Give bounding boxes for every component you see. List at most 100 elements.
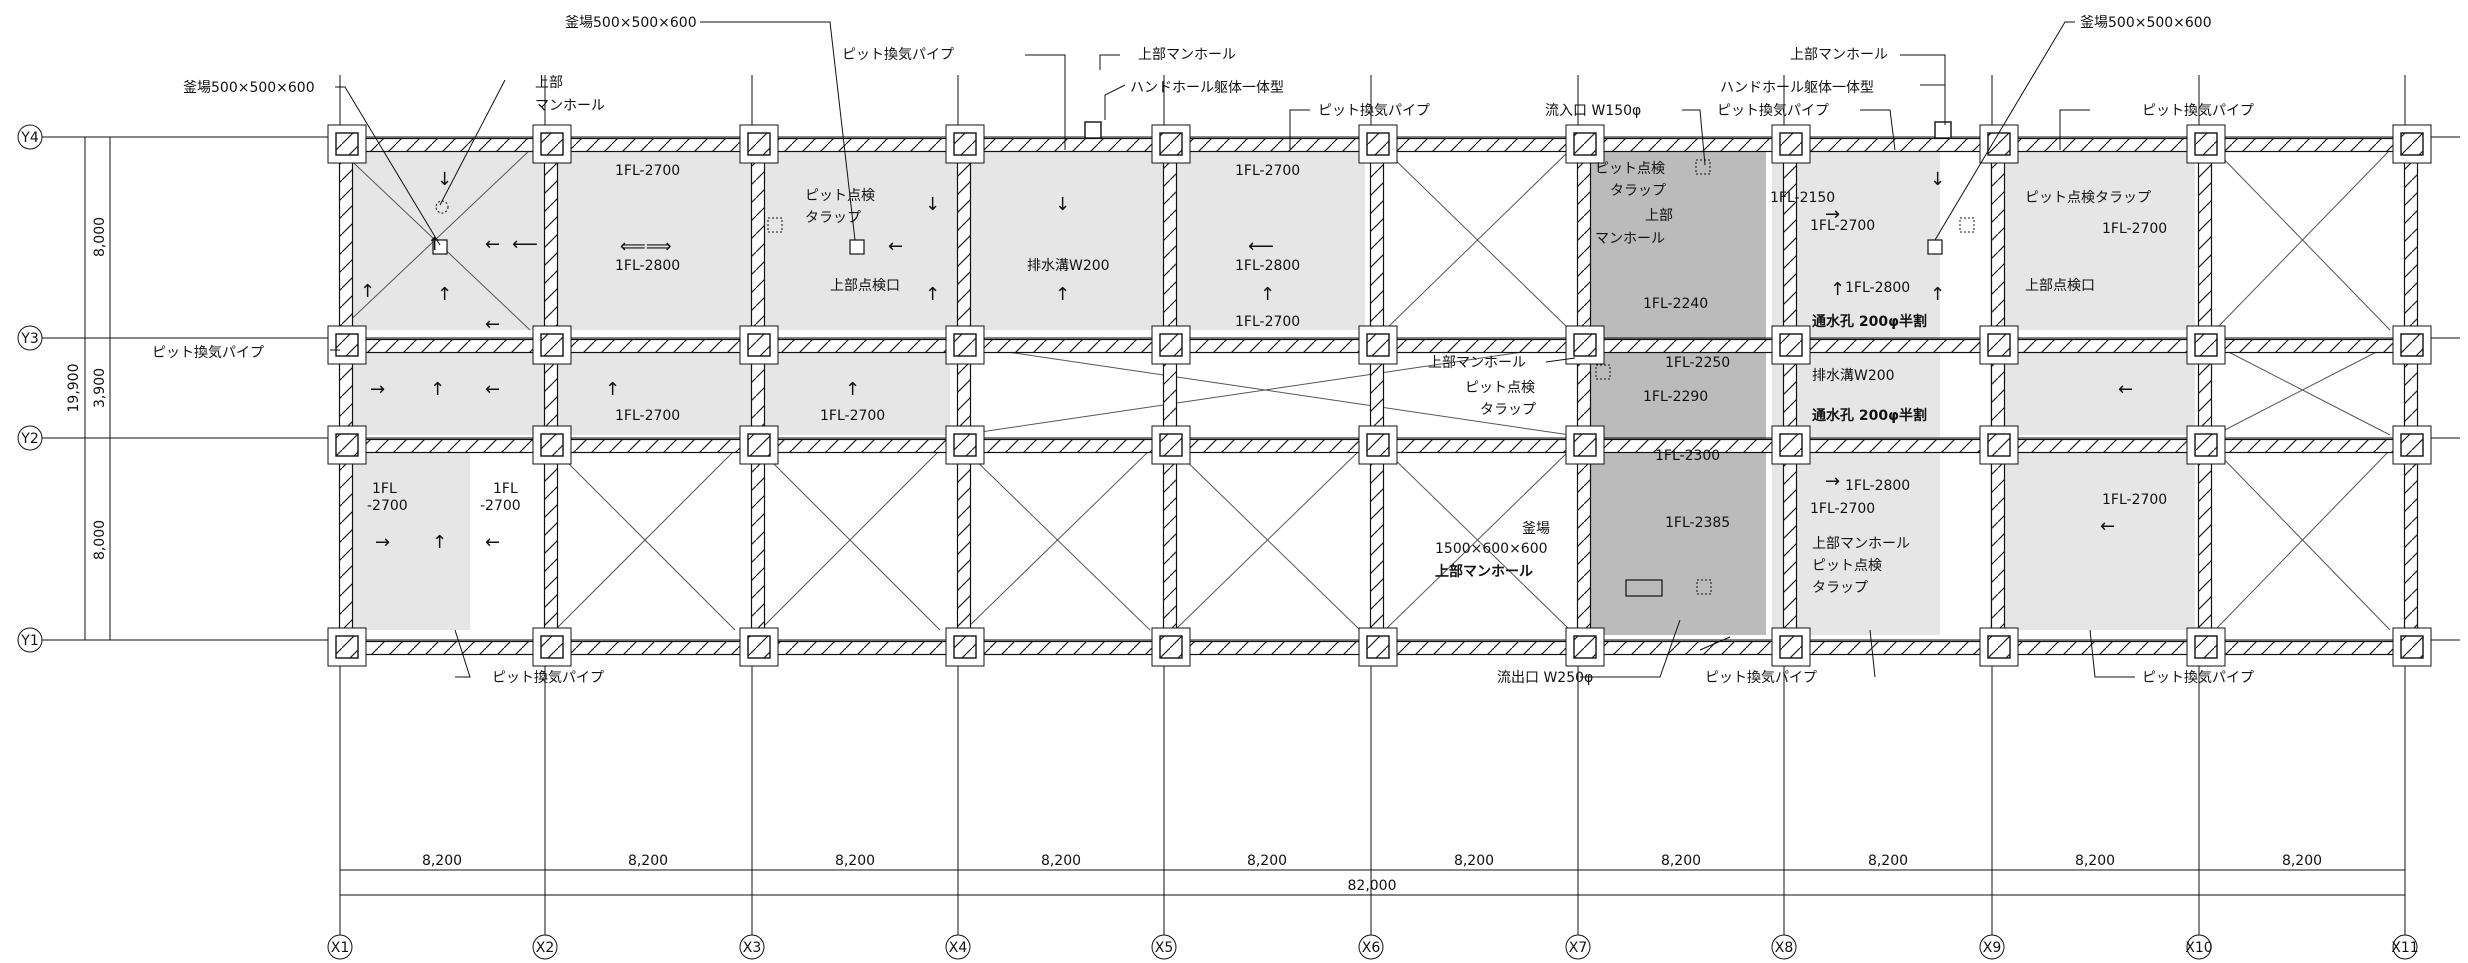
column xyxy=(1779,132,1803,156)
label-joubu-tenken-a: 上部点検口 xyxy=(830,278,900,294)
svg-text:↑: ↑ xyxy=(605,379,620,400)
beam-x3 xyxy=(750,136,766,657)
label-joubu-tenken-r: 上部点検口 xyxy=(2025,278,2095,294)
label-fl2150: 1FL-2150 xyxy=(1770,190,1835,206)
label-fl2700-i1: 1FL xyxy=(493,481,518,497)
column xyxy=(1366,635,1390,659)
svg-text:↑: ↑ xyxy=(432,532,447,553)
svg-text:⟵: ⟵ xyxy=(1248,236,1274,257)
svg-text:↓: ↓ xyxy=(925,194,940,215)
label-fl2385: 1FL-2385 xyxy=(1665,515,1730,531)
label-kamaba-left: 釜場500×500×600 xyxy=(183,80,315,96)
label-fl2700-k: 1FL-2700 xyxy=(2102,492,2167,508)
dimension-text: 8,200 8,200 8,200 8,200 8,200 8,200 8,20… xyxy=(66,217,2322,894)
annotations: 釜場500×500×600 釜場500×500×600 上部 マンホール ピット… xyxy=(152,15,2254,686)
column xyxy=(2194,333,2218,357)
label-fl2700-g: 1FL-2700 xyxy=(820,408,885,424)
axis-x1-label: X1 xyxy=(331,940,350,956)
label-fl2700-d: 1FL-2700 xyxy=(1810,218,1875,234)
kamaba-box xyxy=(1927,239,1943,255)
beam-x9 xyxy=(1990,136,2006,657)
label-kamaba-right: 釜場500×500×600 xyxy=(2080,15,2212,31)
manhole-circle xyxy=(435,200,449,214)
column xyxy=(1573,635,1597,659)
axis-x3-label: X3 xyxy=(743,940,762,956)
label-pit-tenken-3b: タラップ xyxy=(1480,402,1536,418)
column xyxy=(1366,433,1390,457)
column-footing xyxy=(945,325,985,365)
beam-x4 xyxy=(956,136,972,657)
label-fl2240: 1FL-2240 xyxy=(1643,296,1708,312)
beam-x11 xyxy=(2403,136,2419,657)
column xyxy=(1779,333,1803,357)
column xyxy=(335,132,359,156)
label-pit-tenken-1a: ピット点検 xyxy=(805,188,875,204)
label-haisui-b: 排水溝W200 xyxy=(1812,368,1895,384)
axis-x5-label: X5 xyxy=(1155,940,1174,956)
label-kamaba-left-top: 釜場500×500×600 xyxy=(565,15,697,31)
column xyxy=(1987,433,2011,457)
svg-text:↓: ↓ xyxy=(1055,194,1070,215)
beam-x6 xyxy=(1369,136,1385,657)
dim-x7: 8,200 xyxy=(1661,853,1701,869)
label-fl2700-b: 1FL-2700 xyxy=(1235,163,1300,179)
label-fl2800-c: 1FL-2800 xyxy=(1845,280,1910,296)
handhole-box xyxy=(1084,121,1102,139)
dim-total-x: 82,000 xyxy=(1348,878,1397,894)
label-joubu-manhole-2b: マンホール xyxy=(1595,231,1665,247)
label-haisui-a: 排水溝W200 xyxy=(1027,258,1110,274)
label-tsusui-b: 通水孔 200φ半割 xyxy=(1812,407,1927,424)
svg-text:←: ← xyxy=(2100,516,2115,537)
handhole-box xyxy=(1934,121,1952,139)
column xyxy=(1573,333,1597,357)
dim-x6: 8,200 xyxy=(1454,853,1494,869)
svg-text:⟸⟹: ⟸⟹ xyxy=(620,236,672,257)
axis-x8-label: X8 xyxy=(1775,940,1794,956)
y-axis-markers: Y4 Y3 Y2 Y1 xyxy=(17,124,43,653)
tarap-box xyxy=(1595,364,1611,380)
label-ryunyu: 流入口 W150φ xyxy=(1545,103,1641,119)
label-pit-tenken-4a: ピット点検 xyxy=(1812,558,1882,574)
label-fl2700-j: 1FL-2700 xyxy=(1810,501,1875,517)
svg-text:↓: ↓ xyxy=(437,169,452,190)
label-fl2300: 1FL-2300 xyxy=(1655,448,1720,464)
svg-text:↑: ↑ xyxy=(1260,284,1275,305)
svg-text:←: ← xyxy=(888,236,903,257)
column xyxy=(1987,333,2011,357)
column xyxy=(747,635,771,659)
tarap-box xyxy=(1696,579,1712,595)
svg-text:↑: ↑ xyxy=(437,284,452,305)
column xyxy=(1366,132,1390,156)
column xyxy=(1779,433,1803,457)
svg-text:↑: ↑ xyxy=(845,379,860,400)
svg-text:↑: ↑ xyxy=(1930,284,1945,305)
flow-arrows: ↓ ↑ ↑ ↑ ← ← ⟸⟹ ⟵ ↓ ↑ ↓ ↑ ← ⟵ ↑ → ↑ ← ↑ ↑… xyxy=(360,169,2133,553)
label-fl2290: 1FL-2290 xyxy=(1643,389,1708,405)
svg-text:←: ← xyxy=(485,234,500,255)
svg-text:←: ← xyxy=(485,379,500,400)
svg-text:→: → xyxy=(375,532,390,553)
column-footing xyxy=(1151,325,1191,365)
label-joubu-manhole-2a: 上部 xyxy=(1645,208,1673,224)
column-footing xyxy=(739,124,779,164)
column xyxy=(540,333,564,357)
axis-x7-label: X7 xyxy=(1569,940,1588,956)
structure xyxy=(42,75,2460,935)
svg-text:↑: ↑ xyxy=(430,379,445,400)
dim-x10: 8,200 xyxy=(2282,853,2322,869)
label-kamaba-mid2: 1500×600×600 xyxy=(1435,541,1548,557)
label-joubu-manhole-1a: 上部 xyxy=(535,75,563,91)
axis-y3-label: Y3 xyxy=(20,331,38,347)
column xyxy=(2400,433,2424,457)
svg-text:↑: ↑ xyxy=(1055,284,1070,305)
svg-text:⟵: ⟵ xyxy=(512,234,538,255)
svg-text:↑: ↑ xyxy=(360,281,375,302)
svg-text:←: ← xyxy=(2118,379,2133,400)
beam-x8 xyxy=(1782,136,1798,657)
label-fl2800-a: 1FL-2800 xyxy=(615,258,680,274)
label-pit-pipe-bl: ピット換気パイプ xyxy=(492,670,604,686)
bracing xyxy=(339,149,2391,631)
column xyxy=(1779,635,1803,659)
column xyxy=(1573,132,1597,156)
tarap-box xyxy=(1695,159,1711,175)
